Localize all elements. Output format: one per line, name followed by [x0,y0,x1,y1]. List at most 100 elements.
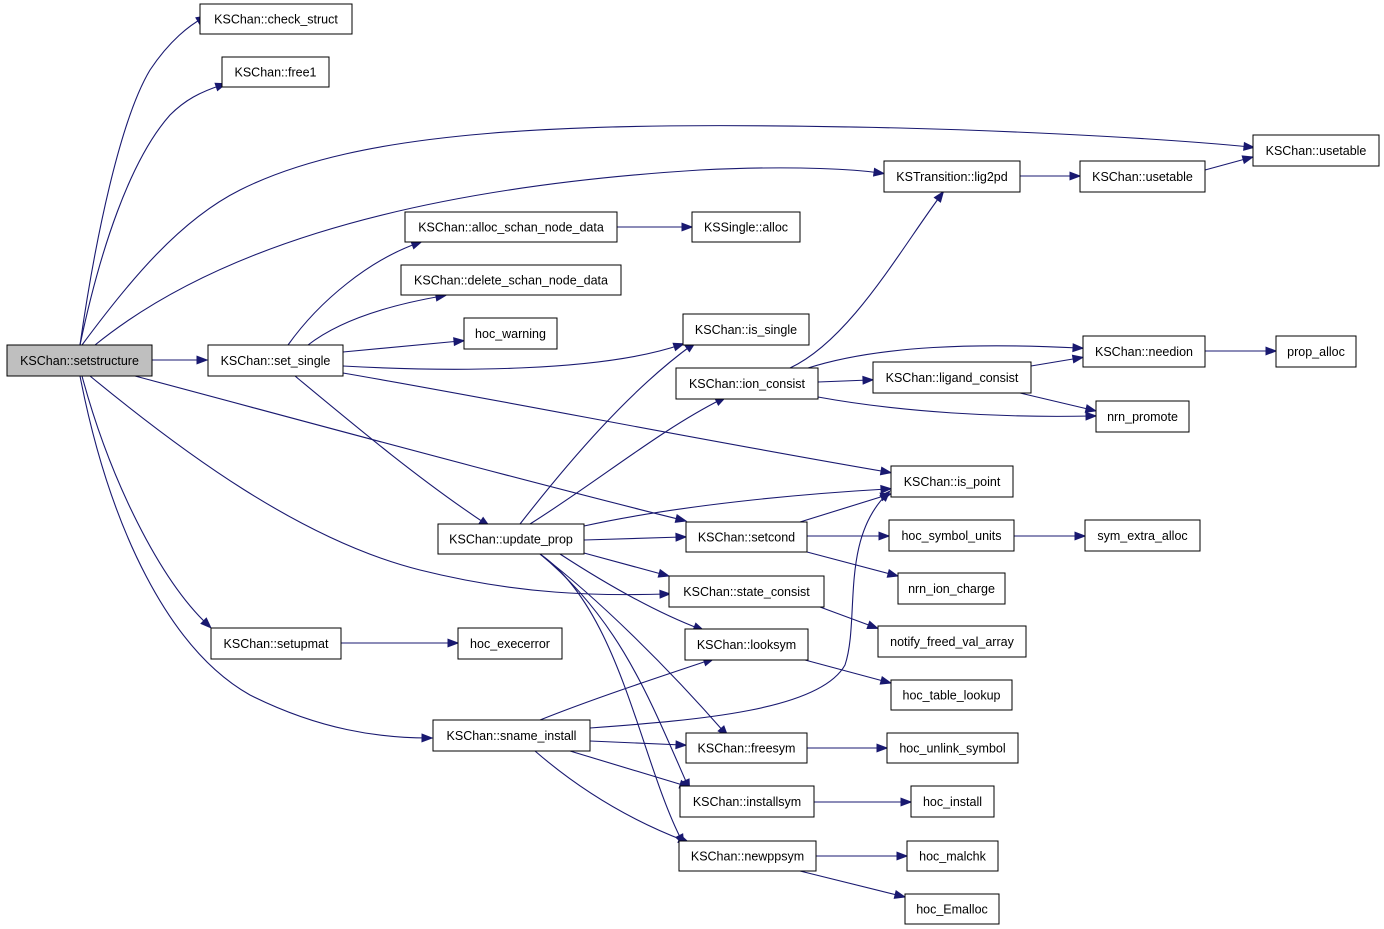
node-label: nrn_ion_charge [908,582,995,596]
arrow-head [681,222,694,232]
node-installsym[interactable]: KSChan::installsym [679,785,815,818]
arrow-head [447,638,460,648]
arrow-head [672,342,686,352]
node-nrn-ion-charge[interactable]: nrn_ion_charge [897,572,1006,605]
edge-update_prop-to-is_point [583,484,893,527]
node-newppsym[interactable]: KSChan::newppsym [678,840,817,872]
node-hoc-symbol-units[interactable]: hoc_symbol_units [888,519,1015,552]
node-ksalloc[interactable]: KSSingle::alloc [691,211,801,243]
node-label: KSChan::looksym [697,638,796,652]
node-usetable-a[interactable]: KSChan::usetable [1252,134,1380,167]
node-check-struct[interactable]: KSChan::check_struct [199,3,353,35]
node-hoc-install[interactable]: hoc_install [910,785,995,818]
node-label: KSChan::setupmat [224,637,329,651]
node-box [890,679,1013,711]
edge-set_single-to-is_point [342,372,893,476]
node-usetable-b[interactable]: KSChan::usetable [1079,160,1206,193]
node-alloc-schan[interactable]: KSChan::alloc_schan_node_data [404,211,618,243]
node-label: KSChan::update_prop [449,533,573,547]
node-hoc-malchk[interactable]: hoc_malchk [906,840,999,872]
node-label: KSChan::newppsym [691,850,804,864]
node-set-single[interactable]: KSChan::set_single [207,344,344,377]
edge-layer [79,15,1278,899]
arrow-head [933,190,945,203]
node-state-consist[interactable]: KSChan::state_consist [668,575,825,608]
arrow-head [879,466,893,476]
node-box [404,211,618,243]
node-box [890,465,1014,498]
node-nrn-promote[interactable]: nrn_promote [1095,400,1190,433]
edge-line [307,295,443,346]
node-box [872,361,1032,394]
node-prop-alloc[interactable]: prop_alloc [1275,335,1357,368]
edge-setcond-to-hoc_symbol_units [807,531,891,541]
node-label: KSChan::setcond [698,531,795,545]
node-freesym[interactable]: KSChan::freesym [685,732,808,764]
node-label: KSChan::free1 [235,66,317,80]
edge-ion_consist-to-lig2pd [789,190,945,369]
node-hoc-execerror[interactable]: hoc_execerror [457,627,563,660]
edge-setstructure-to-check_struct [79,15,208,346]
arrow-head [196,355,209,365]
arrow-head [1072,343,1085,353]
node-setupmat[interactable]: KSChan::setupmat [210,627,342,660]
arrow-head [1069,171,1082,181]
node-label: KSChan::usetable [1092,170,1193,184]
node-sym-extra-alloc[interactable]: sym_extra_alloc [1084,519,1201,552]
edge-line [519,344,693,525]
node-box [1095,400,1190,433]
edge-line [1019,392,1093,411]
node-delete-schan[interactable]: KSChan::delete_schan_node_data [400,264,622,296]
edge-line [94,167,881,346]
node-needion[interactable]: KSChan::needion [1082,335,1206,368]
node-ligand-consist[interactable]: KSChan::ligand_consist [872,361,1032,394]
edge-line [799,494,888,523]
edge-installsym-to-hoc_install [814,797,913,807]
node-label: KSChan::ligand_consist [886,371,1019,385]
node-setcond[interactable]: KSChan::setcond [685,521,808,553]
node-box [437,523,585,555]
edge-update_prop-to-installsym [539,553,691,791]
arrow-head [453,337,466,347]
node-sname-install[interactable]: KSChan::sname_install [432,719,591,752]
node-box [685,732,808,764]
arrow-head [862,375,875,385]
node-layer: KSChan::setstructure KSChan::check_struct… [6,3,1380,925]
node-is-point[interactable]: KSChan::is_point [890,465,1014,498]
node-hoc-warning[interactable]: hoc_warning [463,317,558,350]
node-ion-consist[interactable]: KSChan::ion_consist [675,367,819,400]
edge-line [804,659,888,683]
node-box [682,313,810,346]
arrow-head [421,733,434,743]
node-hoc-unlink-symbol[interactable]: hoc_unlink_symbol [886,732,1019,764]
node-notify-freed[interactable]: notify_freed_val_array [877,625,1027,658]
edge-line [559,553,701,630]
node-label: KSChan::set_single [221,354,331,368]
node-is-single[interactable]: KSChan::is_single [682,313,810,346]
edge-newppsym-to-hoc_malchk [816,851,909,861]
node-label: hoc_table_lookup [903,689,1001,703]
edge-line [539,553,683,842]
arrow-head [1085,411,1098,421]
node-lig2pd[interactable]: KSTransition::lig2pd [883,160,1021,193]
edge-line [589,493,888,729]
edge-line [287,242,419,346]
node-setstructure: KSChan::setstructure [6,344,153,377]
node-update-prop[interactable]: KSChan::update_prop [437,523,585,555]
node-hoc-Emalloc[interactable]: hoc_Emalloc [904,893,1000,925]
edge-sname_install-to-newppsym [534,750,691,843]
node-box [888,519,1015,552]
edge-hoc_symbol_units-to-sym_extra_alloc [1014,531,1087,541]
edge-line [807,345,1080,369]
arrow-head [1071,354,1085,364]
edge-update_prop-to-is_single [519,341,697,525]
arrow-head [879,675,893,685]
node-hoc-table-lookup[interactable]: hoc_table_lookup [890,679,1013,711]
node-free1[interactable]: KSChan::free1 [221,56,330,88]
edge-line [79,17,204,346]
edge-ligand_consist-to-nrn_promote [1019,392,1098,413]
node-looksym[interactable]: KSChan::looksym [684,628,809,661]
node-label: KSSingle::alloc [704,221,788,235]
edge-line [589,740,683,746]
edge-line [79,375,429,739]
